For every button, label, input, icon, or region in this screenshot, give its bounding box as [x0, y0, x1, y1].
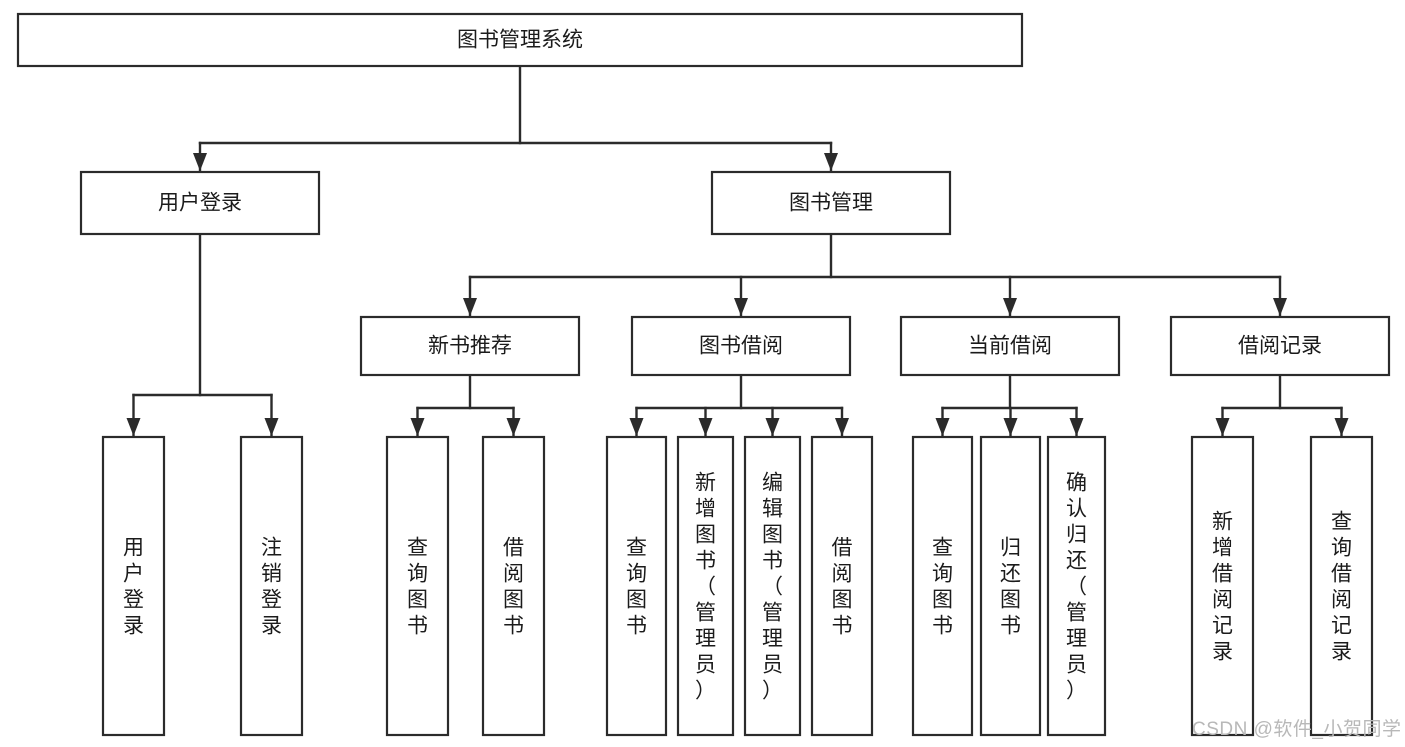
node-借阅记录[interactable]: 借阅记录: [1169, 315, 1391, 377]
node-新书推荐-box[interactable]: [359, 315, 581, 377]
node-新书推荐[interactable]: 新书推荐: [359, 315, 581, 377]
arrow-head-icon: [1215, 418, 1230, 436]
arrow-head-icon: [629, 418, 644, 436]
node-图书管理系统-box[interactable]: [16, 12, 1024, 68]
arrow-head-icon: [1003, 298, 1017, 316]
node-当前借阅-label: 当前借阅: [968, 335, 1052, 358]
node-归还图书[interactable]: 归还图书: [979, 435, 1042, 737]
node-用户登录-label: 用户登录: [123, 536, 144, 637]
node-新增借阅记录-label: 新增借阅记录: [1212, 510, 1233, 663]
node-借阅记录-label: 借阅记录: [1238, 335, 1322, 358]
arrow-head-icon: [1003, 418, 1018, 436]
node-图书管理系统-label: 图书管理系统: [457, 29, 583, 52]
node-用户登录[interactable]: 用户登录: [79, 170, 321, 236]
arrow-head-icon: [734, 298, 748, 316]
node-注销登录-label: 注销登录: [261, 536, 282, 637]
arrow-head-icon: [410, 418, 425, 436]
node-图书借阅-label: 图书借阅: [699, 335, 783, 358]
arrow-head-icon: [264, 418, 279, 436]
arrow-head-icon: [126, 418, 141, 436]
node-新增图书管理员[interactable]: 新增图书（管理员）: [676, 435, 735, 737]
node-当前借阅-box[interactable]: [899, 315, 1121, 377]
arrow-head-icon: [835, 418, 849, 436]
node-注销登录-box[interactable]: [239, 435, 304, 737]
node-查询图书-label: 查询图书: [407, 536, 428, 637]
arrow-head-icon: [1273, 298, 1287, 316]
node-归还图书-box[interactable]: [979, 435, 1042, 737]
node-查询图书-box[interactable]: [385, 435, 450, 737]
node-新增借阅记录[interactable]: 新增借阅记录: [1190, 435, 1255, 737]
node-当前借阅[interactable]: 当前借阅: [899, 315, 1121, 377]
node-新书推荐-label: 新书推荐: [428, 335, 512, 358]
arrow-head-icon: [824, 153, 838, 171]
node-新增图书管理员-label: 新增图书（管理员）: [695, 471, 716, 702]
node-图书管理系统[interactable]: 图书管理系统: [16, 12, 1024, 68]
node-编辑图书管理员[interactable]: 编辑图书（管理员）: [743, 435, 802, 737]
node-注销登录[interactable]: 注销登录: [239, 435, 304, 737]
csdn-watermark: CSDN @软件_小贺同学: [1192, 719, 1402, 740]
node-查询图书[interactable]: 查询图书: [385, 435, 450, 737]
node-用户登录-box[interactable]: [79, 170, 321, 236]
arrow-head-icon: [1069, 418, 1084, 436]
node-查询借阅记录-box[interactable]: [1309, 435, 1374, 737]
node-新增借阅记录-box[interactable]: [1190, 435, 1255, 737]
node-查询图书-label: 查询图书: [626, 536, 647, 637]
arrow-head-icon: [935, 418, 950, 436]
node-借阅图书[interactable]: 借阅图书: [810, 435, 874, 737]
node-查询图书[interactable]: 查询图书: [911, 435, 974, 737]
node-归还图书-label: 归还图书: [1000, 536, 1021, 637]
arrow-head-icon: [506, 418, 521, 436]
node-借阅记录-box[interactable]: [1169, 315, 1391, 377]
arrow-head-icon: [765, 418, 780, 436]
node-图书管理[interactable]: 图书管理: [710, 170, 952, 236]
arrow-head-icon: [698, 418, 713, 436]
node-查询借阅记录[interactable]: 查询借阅记录: [1309, 435, 1374, 737]
node-新增图书管理员-box[interactable]: [676, 435, 735, 737]
node-查询借阅记录-label: 查询借阅记录: [1331, 510, 1352, 663]
node-用户登录-box[interactable]: [101, 435, 166, 737]
node-图书管理-box[interactable]: [710, 170, 952, 236]
arrow-head-icon: [463, 298, 477, 316]
node-借阅图书[interactable]: 借阅图书: [481, 435, 546, 737]
node-查询图书[interactable]: 查询图书: [605, 435, 668, 737]
node-layer: 图书管理系统用户登录图书管理新书推荐图书借阅当前借阅借阅记录用户登录注销登录查询…: [16, 12, 1391, 737]
node-借阅图书-label: 借阅图书: [832, 536, 853, 637]
node-确认归还管理员-label: 确认归还（管理员）: [1066, 471, 1087, 702]
arrow-head-icon: [1334, 418, 1349, 436]
arrow-head-icon: [193, 153, 207, 171]
connector-layer: [126, 64, 1349, 437]
node-图书管理-label: 图书管理: [789, 192, 873, 215]
node-借阅图书-box[interactable]: [481, 435, 546, 737]
node-借阅图书-label: 借阅图书: [503, 536, 524, 637]
node-确认归还管理员[interactable]: 确认归还（管理员）: [1046, 435, 1107, 737]
node-用户登录[interactable]: 用户登录: [101, 435, 166, 737]
node-用户登录-label: 用户登录: [158, 192, 242, 215]
node-图书借阅[interactable]: 图书借阅: [630, 315, 852, 377]
node-查询图书-box[interactable]: [911, 435, 974, 737]
node-编辑图书管理员-box[interactable]: [743, 435, 802, 737]
node-查询图书-label: 查询图书: [932, 536, 953, 637]
node-图书借阅-box[interactable]: [630, 315, 852, 377]
node-借阅图书-box[interactable]: [810, 435, 874, 737]
node-查询图书-box[interactable]: [605, 435, 668, 737]
node-确认归还管理员-box[interactable]: [1046, 435, 1107, 737]
node-编辑图书管理员-label: 编辑图书（管理员）: [762, 471, 783, 702]
